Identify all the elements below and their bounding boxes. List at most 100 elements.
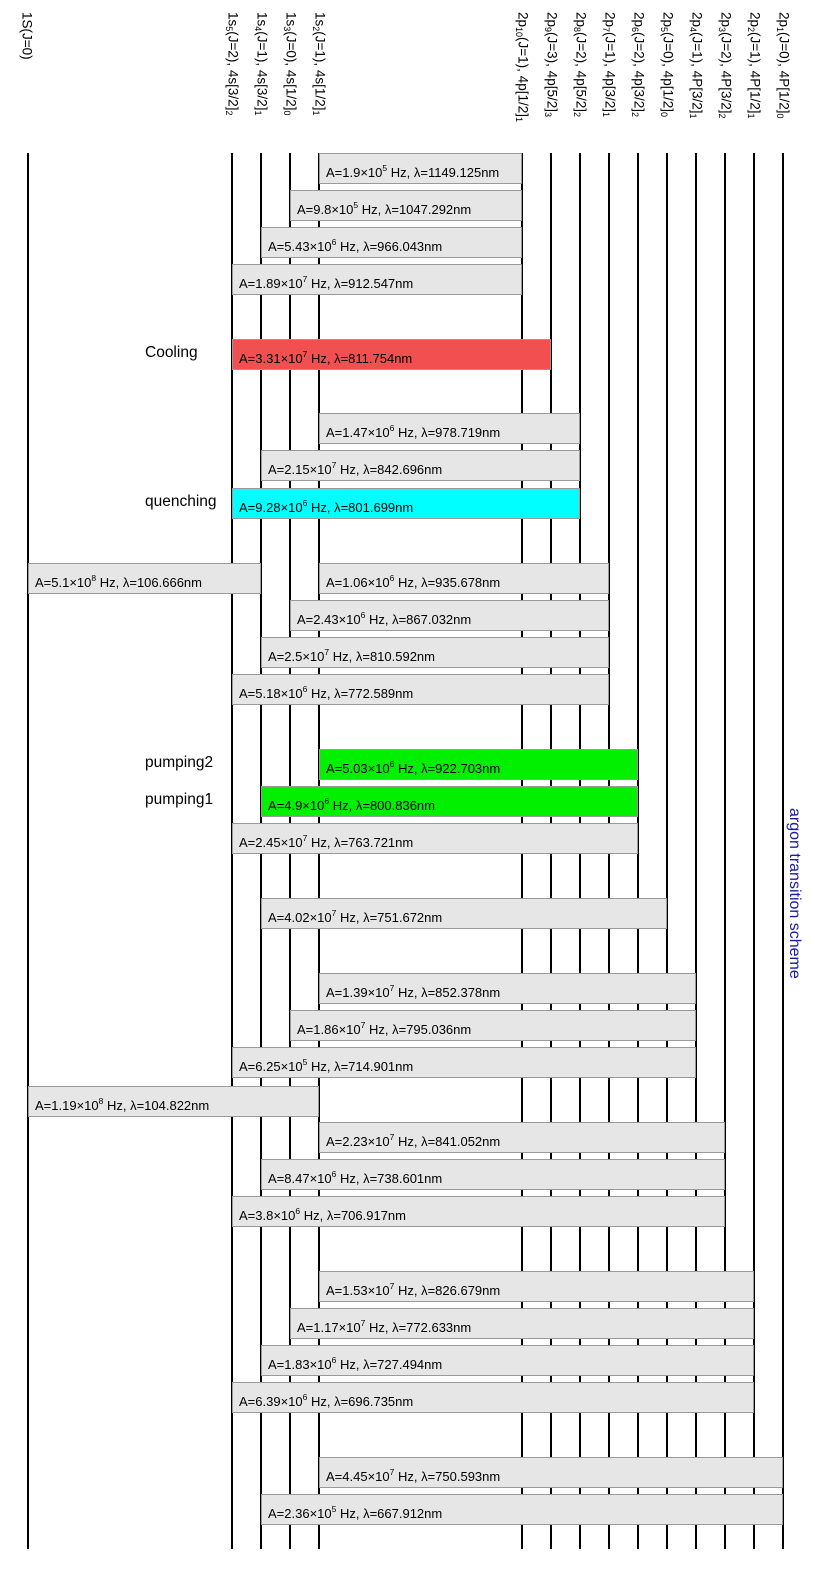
rate-text: A=4.9×10 (268, 798, 325, 813)
transition-label: A=1.47×106 Hz, λ=978.719nm (326, 414, 500, 447)
level-label-1s4: 1s4(J=1), 4s[3/2]1 (253, 12, 270, 115)
rate-exponent: 7 (389, 1132, 395, 1142)
transition-bar: A=1.47×106 Hz, λ=978.719nm (319, 413, 580, 444)
wavelength-text: Hz, λ=935.678nm (394, 575, 501, 590)
transition-bar: A=1.86×107 Hz, λ=795.036nm (290, 1010, 696, 1041)
level-label-2p9: 2p9(J=3), 4p[5/2]3 (543, 12, 560, 117)
level-index: 9 (543, 27, 553, 33)
transition-label: A=1.17×107 Hz, λ=772.633nm (297, 1309, 471, 1342)
transition-label: A=1.06×106 Hz, λ=935.678nm (326, 564, 500, 597)
rate-exponent: 7 (324, 647, 330, 657)
transition-label: A=1.39×107 Hz, λ=852.378nm (326, 974, 500, 1007)
term-j: 0 (659, 111, 669, 117)
transition-bar: A=6.39×106 Hz, λ=696.735nm (232, 1382, 754, 1413)
rate-exponent: 8 (91, 573, 97, 583)
level-term: (J=0), 4s[1/2] (283, 31, 299, 111)
rate-exponent: 5 (353, 200, 359, 210)
wavelength-text: Hz, λ=978.719nm (394, 425, 501, 440)
wavelength-text: Hz, λ=763.721nm (307, 835, 414, 850)
level-index: 2 (746, 27, 756, 33)
rate-text: A=1.9×10 (326, 165, 383, 180)
transition-label: A=1.83×106 Hz, λ=727.494nm (268, 1346, 442, 1379)
transition-tag: pumping2 (145, 754, 214, 771)
level-term: (J=1), 4s[1/2] (312, 31, 328, 111)
level-name: 2p (515, 12, 531, 28)
rate-exponent: 7 (389, 1467, 395, 1477)
rate-text: A=6.25×10 (239, 1059, 303, 1074)
wavelength-text: Hz, λ=852.378nm (394, 985, 501, 1000)
transition-bar: A=4.02×107 Hz, λ=751.672nm (261, 898, 667, 929)
level-name: 1s (312, 12, 328, 27)
rate-text: A=6.39×10 (239, 1394, 303, 1409)
level-index: 10 (514, 27, 524, 38)
wavelength-text: Hz, λ=706.917nm (300, 1208, 406, 1223)
rate-text: A=2.23×10 (326, 1134, 390, 1149)
rate-exponent: 6 (331, 1169, 337, 1179)
level-label-1s2: 1s2(J=1), 4s[1/2]1 (311, 12, 328, 116)
level-index: 3 (717, 27, 727, 33)
wavelength-text: Hz, λ=810.592nm (329, 649, 435, 664)
wavelength-text: Hz, λ=966.043nm (336, 239, 443, 254)
level-name: 2p (718, 12, 734, 28)
transition-bar: A=4.45×107 Hz, λ=750.593nm (319, 1457, 783, 1488)
level-label-1s3: 1s3(J=0), 4s[1/2]0 (282, 12, 299, 115)
rate-exponent: 6 (324, 796, 330, 806)
rate-exponent: 6 (302, 684, 308, 694)
rate-text: A=1.83×10 (268, 1357, 332, 1372)
wavelength-text: Hz, λ=750.593nm (394, 1469, 501, 1484)
term-j: 0 (775, 113, 785, 119)
wavelength-text: Hz, λ=922.703nm (394, 761, 501, 776)
level-name: 1s (254, 12, 270, 27)
transition-label: A=2.15×107 Hz, λ=842.696nm (268, 451, 442, 484)
transition-label: A=2.45×107 Hz, λ=763.721nm (239, 824, 413, 857)
level-line-2p4 (695, 153, 697, 1549)
level-name: 2p (544, 12, 560, 28)
rate-text: A=5.1×10 (35, 575, 92, 590)
wavelength-text: Hz, λ=696.735nm (307, 1394, 414, 1409)
transition-label: A=9.8×105 Hz, λ=1047.292nm (297, 191, 471, 224)
rate-text: A=1.89×10 (239, 276, 303, 291)
level-term: (J=1), 4p[3/2] (602, 32, 618, 112)
transition-bar: A=2.5×107 Hz, λ=810.592nm (261, 637, 609, 668)
rate-text: A=2.36×10 (268, 1506, 332, 1521)
rate-text: A=8.47×10 (268, 1171, 332, 1186)
rate-text: A=9.28×10 (239, 500, 303, 515)
transition-label: A=3.31×107 Hz, λ=811.754nm (239, 340, 412, 373)
wavelength-text: Hz, λ=1149.125nm (387, 165, 500, 180)
level-label-2p8: 2p8(J=2), 4p[5/2]2 (572, 12, 589, 117)
wavelength-text: Hz, λ=800.836nm (329, 798, 435, 813)
level-line-2p3 (724, 153, 726, 1549)
transition-bar: A=1.89×107 Hz, λ=912.547nm (232, 264, 522, 295)
rate-text: A=3.31×10 (239, 351, 303, 366)
level-term: (J=1), 4s[3/2] (254, 31, 270, 111)
term-j: 2 (224, 110, 234, 116)
wavelength-text: Hz, λ=1047.292nm (358, 202, 472, 217)
transition-bar: A=1.17×107 Hz, λ=772.633nm (290, 1308, 754, 1339)
transition-label: A=5.18×106 Hz, λ=772.589nm (239, 675, 413, 708)
transition-bar: A=1.19×108 Hz, λ=104.822nm (28, 1086, 319, 1117)
transition-label: A=1.86×107 Hz, λ=795.036nm (297, 1011, 471, 1044)
rate-exponent: 7 (360, 1020, 366, 1030)
wavelength-text: Hz, λ=826.679nm (394, 1283, 501, 1298)
term-j: 1 (311, 110, 321, 116)
wavelength-text: Hz, λ=738.601nm (336, 1171, 443, 1186)
level-index: 1 (775, 27, 785, 33)
rate-text: A=2.45×10 (239, 835, 303, 850)
transition-label: A=6.25×105 Hz, λ=714.901nm (239, 1048, 413, 1081)
transition-label: A=1.89×107 Hz, λ=912.547nm (239, 265, 413, 298)
level-name: 2p (602, 12, 618, 28)
level-index: 4 (253, 26, 263, 32)
rate-text: A=9.8×10 (297, 202, 354, 217)
wavelength-text: Hz, λ=104.822nm (103, 1098, 210, 1113)
wavelength-text: Hz, λ=912.547nm (307, 276, 414, 291)
level-name: 1s (283, 12, 299, 27)
rate-text: A=2.43×10 (297, 612, 361, 627)
rate-exponent: 7 (302, 274, 308, 284)
level-name: 2p (573, 12, 589, 28)
level-label-2p5: 2p5(J=0), 4p[1/2]0 (659, 12, 676, 117)
level-term: (J=1), 4P[1/2] (747, 32, 763, 114)
rate-exponent: 8 (98, 1096, 104, 1106)
transition-bar: A=5.43×106 Hz, λ=966.043nm (261, 227, 522, 258)
transition-bar: A=8.47×106 Hz, λ=738.601nm (261, 1159, 725, 1190)
rate-exponent: 6 (331, 237, 337, 247)
